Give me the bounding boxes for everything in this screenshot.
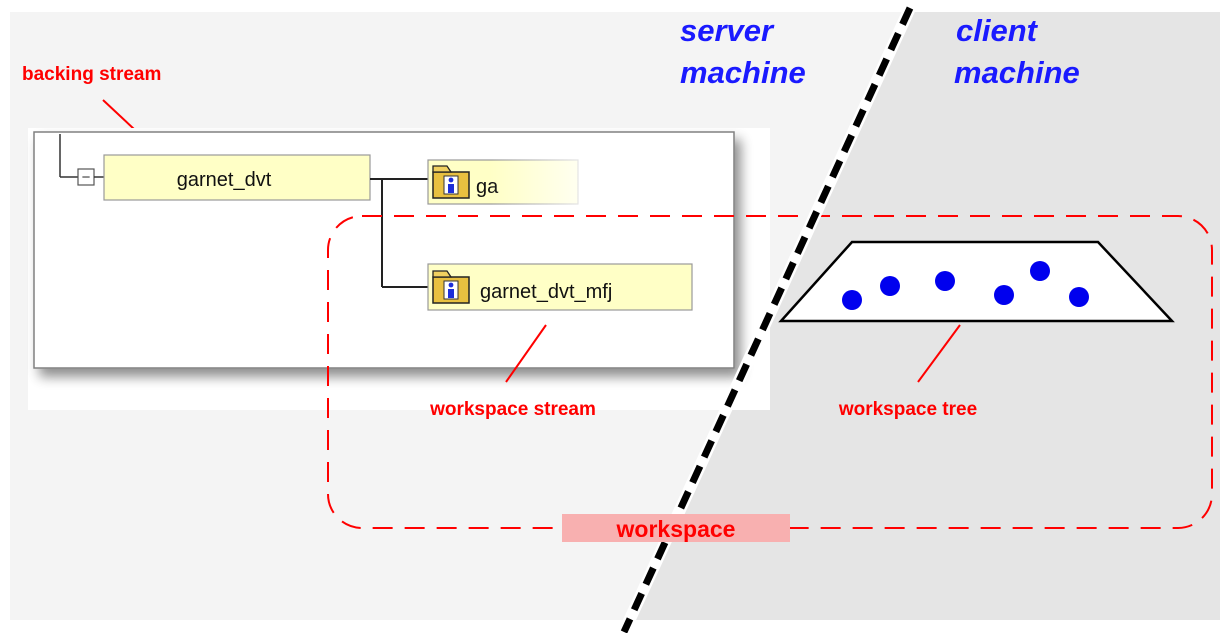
workspace-label: workspace xyxy=(616,516,736,542)
file-dot xyxy=(842,290,862,310)
file-dot xyxy=(1069,287,1089,307)
file-dot xyxy=(935,271,955,291)
file-dot xyxy=(880,276,900,296)
client-machine-label-line1: client xyxy=(956,13,1039,48)
stream-node-garnet-dvt-label: garnet_dvt xyxy=(177,169,272,191)
workspace-stream-label: workspace stream xyxy=(429,399,596,420)
server-machine-label-line1: server xyxy=(680,13,775,48)
workspace-tree-label: workspace tree xyxy=(838,399,977,420)
workspace-stream-pointer xyxy=(505,324,547,383)
stream-node-garnet-dvt-mfj[interactable]: garnet_dvt_mfj xyxy=(427,263,693,311)
collapse-toggle-glyph: − xyxy=(82,169,91,186)
stream-browser-panel: − garnet_dvt ga xyxy=(33,131,735,369)
client-machine-label-line2: machine xyxy=(954,55,1080,90)
stream-node-garnet-dvt-mfj-label: garnet_dvt_mfj xyxy=(480,281,612,303)
server-machine-label-line2: machine xyxy=(680,55,806,90)
stream-folder-icon xyxy=(432,165,470,199)
workspace-badge xyxy=(562,514,790,542)
file-dot xyxy=(1030,261,1050,281)
stream-folder-icon xyxy=(432,270,470,304)
stream-node-child-1[interactable]: ga xyxy=(427,150,610,210)
file-dot xyxy=(994,285,1014,305)
stream-node-garnet-dvt[interactable] xyxy=(103,154,371,201)
workspace-tree xyxy=(778,240,1175,323)
workspace-tree-pointer xyxy=(917,324,961,383)
backing-stream-label: backing stream xyxy=(22,64,161,85)
